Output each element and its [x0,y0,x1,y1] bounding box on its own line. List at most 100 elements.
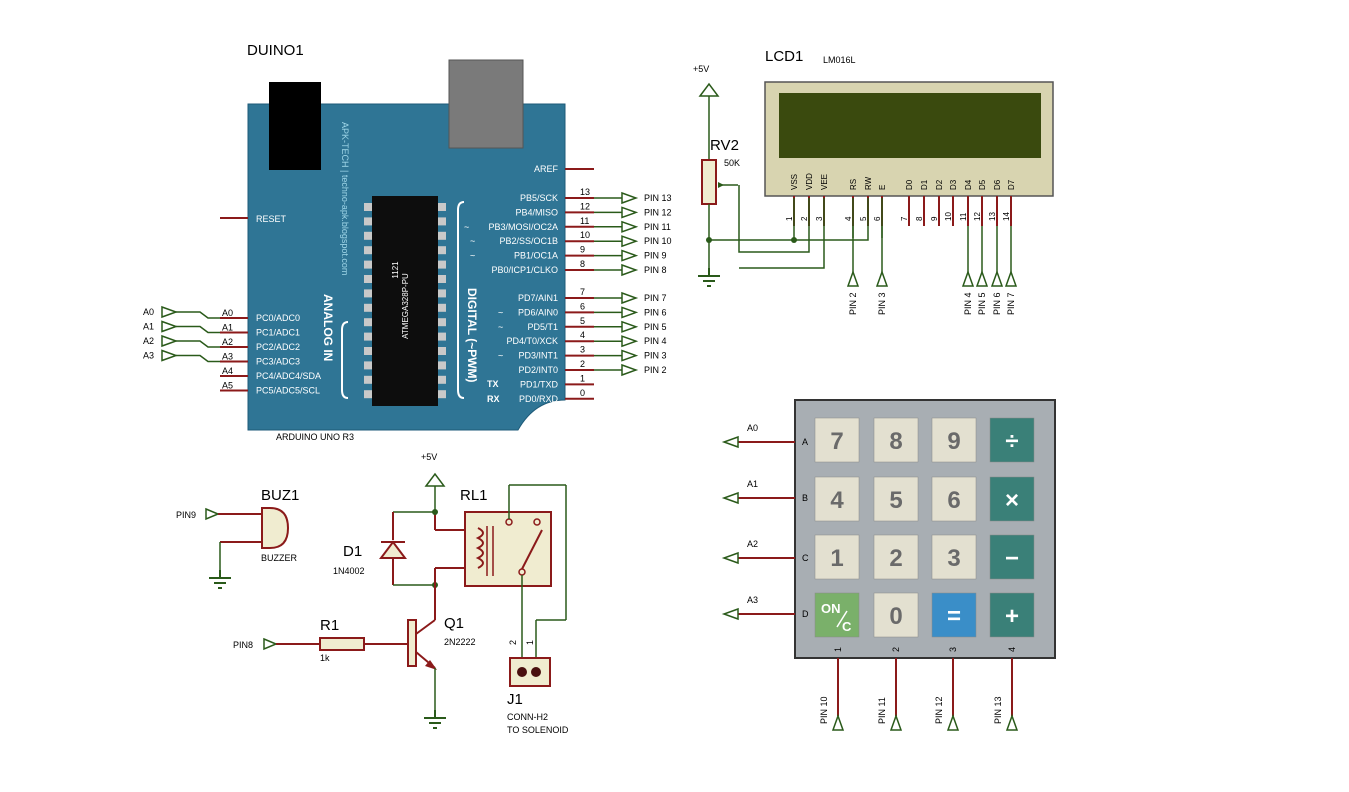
digital-pin-label: PD1/TXD [520,379,559,389]
connector-note: TO SOLENOID [507,725,569,735]
lcd-output-terminal[interactable] [846,269,860,287]
lcd-output-terminal[interactable] [961,269,975,287]
pwm-tilde: ~ [470,236,475,246]
chip-pin [364,246,372,255]
keypad-key[interactable]: ÷ [989,417,1035,463]
analog-wire-label: A1 [222,323,233,333]
lcd-model: LM016L [823,55,856,65]
keypad-row-terminal[interactable] [721,607,739,621]
digital-output-terminal[interactable] [621,206,639,219]
lcd-pin-number: 12 [973,212,982,221]
digital-pin-number: 12 [580,201,590,211]
digital-output-label: PIN 6 [644,307,667,317]
lcd-pin-name: D6 [993,179,1002,190]
relay-supply: +5V [421,452,437,462]
keypad-col-terminal[interactable] [831,713,845,731]
key-label: × [1005,487,1019,514]
digital-output-terminal[interactable] [621,235,639,248]
lcd-output-label: PIN 6 [992,292,1002,315]
pot-ref: RV2 [710,137,739,154]
keypad-row-terminal[interactable] [721,551,739,565]
analog-input-terminal[interactable] [161,320,179,333]
digital-output-terminal[interactable] [621,335,639,348]
digital-output-terminal[interactable] [621,349,639,362]
relay-circuit[interactable]: +5V D1 1N4002 RL1 PIN8 [233,452,569,735]
digital-output-terminal[interactable] [621,191,639,205]
keypad-row-terminal[interactable] [721,435,739,449]
keypad-key[interactable]: 7 [814,417,860,463]
keypad-key[interactable]: 9 [931,417,977,463]
analog-input-wire [176,354,220,363]
key-label: 7 [830,428,843,455]
digital-pin-number: 10 [580,230,590,240]
digital-output-terminal[interactable] [621,320,639,333]
keypad-key[interactable]: = [931,592,977,638]
key-label: 3 [947,545,960,572]
lcd-module[interactable]: LCD1 LM016L VSS1VDD2VEE3RS4RW5E6D07D18D2… [710,48,1054,315]
keypad-key[interactable]: 0 [873,592,919,638]
lcd-output-terminal[interactable] [1004,269,1018,287]
keypad-col-terminal[interactable] [946,713,960,731]
keypad-key[interactable]: 4 [814,476,860,522]
digital-output-label: PIN 13 [644,193,672,203]
analog-input-wire [176,311,220,319]
keypad-key[interactable]: × [989,476,1035,522]
relay-ref: RL1 [460,487,488,504]
resistor-body [319,637,365,651]
keypad-key[interactable]: ONC [814,592,860,638]
chip-pin [438,246,446,255]
pot-supply: +5V [693,64,709,74]
keypad-key[interactable]: 3 [931,534,977,580]
digital-output-terminal[interactable] [621,249,639,262]
analog-pin-label: PC3/ADC3 [256,357,300,367]
digital-output-terminal[interactable] [621,220,639,233]
lcd-pin-number: 8 [915,216,924,221]
chip-pin [364,375,372,384]
keypad-key[interactable]: 5 [873,476,919,522]
lcd-screen [779,93,1041,158]
chip-pin [438,361,446,370]
keypad-key[interactable]: + [989,592,1035,638]
keypad-col-label: PIN 12 [934,696,944,724]
lcd-pin-name: D0 [905,179,914,190]
keypad-row-terminal[interactable] [721,491,739,505]
resistor-input: PIN8 [233,640,253,650]
keypad-key[interactable]: 8 [873,417,919,463]
digital-output-label: PIN 7 [644,293,667,303]
keypad-row-letter: D [802,609,809,619]
lcd-pin-name: D5 [978,179,987,190]
digital-pin-label: PB4/MISO [515,207,558,217]
digital-output-terminal[interactable] [621,263,639,277]
lcd-pin-name: D4 [964,179,973,190]
keypad-key[interactable]: − [989,534,1035,580]
potentiometer[interactable]: +5V RV2 50K [693,64,740,287]
lcd-output-terminal[interactable] [875,269,889,287]
chip-pin [364,289,372,298]
chip-pin [438,289,446,298]
keypad-key[interactable]: 6 [931,476,977,522]
lcd-pin-name: RS [849,179,858,190]
lcd-pin-number: 6 [873,216,882,221]
chip-pin [364,361,372,370]
analog-input-terminal[interactable] [161,305,179,319]
digital-output-terminal[interactable] [621,363,639,377]
analog-input-terminal[interactable] [161,349,179,362]
digital-output-terminal[interactable] [621,291,639,305]
lcd-output-terminal[interactable] [975,269,989,287]
chip-pin [438,375,446,384]
analog-input-terminal[interactable] [161,334,179,348]
keypad-key[interactable]: 2 [873,534,919,580]
lcd-pin-name: RW [864,176,873,190]
lcd-output-terminal[interactable] [990,269,1004,287]
keypad-col-terminal[interactable] [889,713,903,731]
digital-pin-number: 13 [580,187,590,197]
analog-input-wire [176,325,220,334]
digital-output-terminal[interactable] [621,306,639,319]
buzzer[interactable]: BUZ1 PIN9 BUZZER [176,487,299,589]
lcd-pin-number: 13 [988,212,997,221]
keypad-col-terminal[interactable] [1005,713,1019,731]
buzzer-model: BUZZER [261,553,298,563]
arduino-board[interactable]: DUINO1 APK-TECH | techno-apk.blogspot.co… [143,42,672,442]
keypad-key[interactable]: 1 [814,534,860,580]
